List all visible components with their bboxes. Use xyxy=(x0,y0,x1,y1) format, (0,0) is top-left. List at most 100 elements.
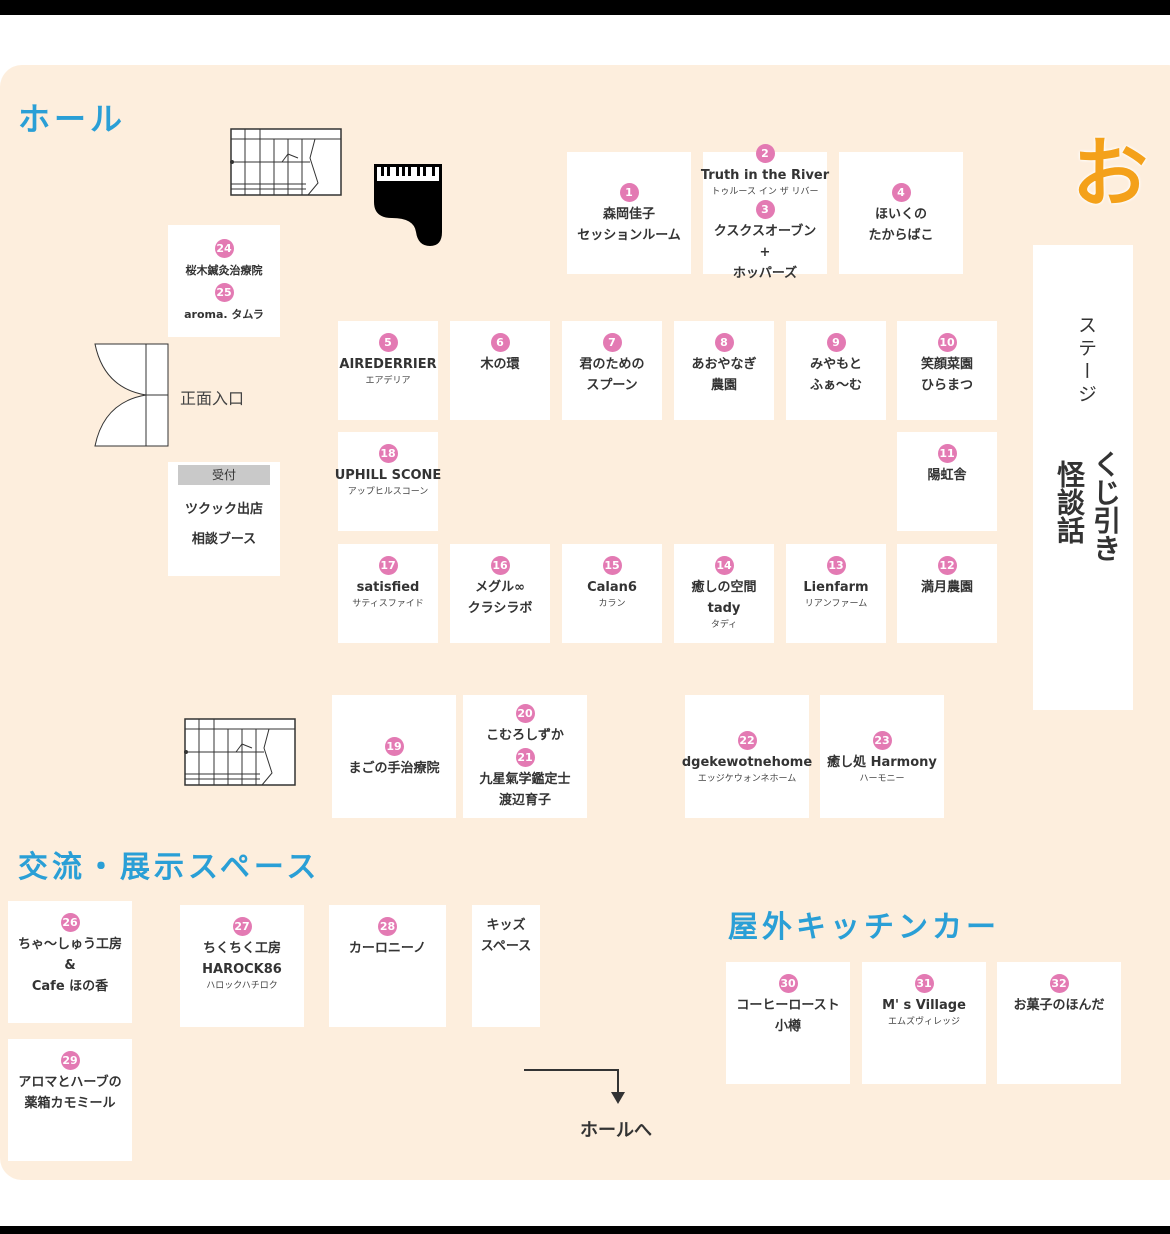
booth-name: 薬箱カモミール xyxy=(24,1096,116,1111)
booth-16[interactable]: 16 メグル∞ クラシラボ xyxy=(450,544,550,643)
booth-name: クラシラボ xyxy=(467,601,533,616)
booth-number-badge: 13 xyxy=(826,556,846,575)
booth-7[interactable]: 7 君のためのスプーン xyxy=(562,321,662,420)
booth-name-reading: ハロックハチロク xyxy=(206,981,278,991)
booth-number-badge: 7 xyxy=(602,333,622,352)
booth-name-reading: エアデリア xyxy=(365,376,411,386)
booth-kids[interactable]: キッズスペース xyxy=(472,905,540,1027)
booth-10[interactable]: 10 笑顔菜園ひらまつ xyxy=(897,321,997,420)
reception-booth[interactable]: 受付 ツクック出店 相談ブース xyxy=(168,462,280,576)
booth-number-badge: 21 xyxy=(515,748,535,767)
booth-name: あおやなぎ xyxy=(691,357,757,372)
booth-name: 君のための xyxy=(579,357,645,372)
booth-number-badge: 24 xyxy=(214,239,234,258)
booth-number-badge: 8 xyxy=(714,333,734,352)
stairs-icon xyxy=(230,128,342,196)
stage[interactable]: ステージ くじ引き 怪談話 xyxy=(1033,245,1133,710)
booth-name: satisfied xyxy=(356,580,420,595)
booth-number-badge: 23 xyxy=(872,730,892,750)
booth-19[interactable]: 19 まごの手治療院 xyxy=(332,695,456,818)
booth-name: まごの手治療院 xyxy=(348,760,440,776)
booth-name: ちゃ〜しゅう工房 xyxy=(17,937,122,952)
booth-name: dgekewotnehome xyxy=(681,754,813,770)
booth-name: ふぁ〜む xyxy=(809,378,862,393)
booth-name-reading: カラン xyxy=(598,599,626,609)
booth-name: Lienfarm xyxy=(803,580,869,595)
booth-name: 農園 xyxy=(710,378,737,393)
booth-name: M' s Village xyxy=(882,998,966,1013)
booth-32[interactable]: 32 お菓子のほんだ xyxy=(997,962,1121,1084)
booth-name: ひらまつ xyxy=(920,378,973,393)
booth-name: セッションルーム xyxy=(577,227,681,243)
booth-22[interactable]: 22 dgekewotnehome エッジケウォンネホーム xyxy=(681,695,813,818)
booth-number-badge: 27 xyxy=(232,917,252,936)
top-bar xyxy=(0,0,1170,15)
booth-number-badge: 10 xyxy=(937,333,957,352)
booth-name: AIREDERRIER xyxy=(339,357,437,372)
booth-name: 満月農園 xyxy=(920,580,973,595)
main-entrance-label: 正面入口 xyxy=(180,389,245,408)
booth-name: ちくちく工房 xyxy=(202,941,281,956)
kitchen-car-title: 屋外キッチンカー xyxy=(728,910,1000,945)
booth-number-badge: 15 xyxy=(602,556,622,575)
booth-number-badge: 28 xyxy=(378,917,397,936)
booth-number-badge: 11 xyxy=(937,444,957,463)
booth-name: 桜木鍼灸治療院 xyxy=(185,264,263,277)
booth-number-badge: 16 xyxy=(490,556,510,575)
to-hall-label: ホールへ xyxy=(580,1120,652,1141)
booth-name: お菓子のほんだ xyxy=(1013,998,1105,1013)
booth-name: ほいくの xyxy=(874,206,927,222)
stairs-icon xyxy=(184,718,296,786)
stage-event-ghost-stories: 怪談話 xyxy=(1053,460,1086,544)
booth-8[interactable]: 8 あおやなぎ農園 xyxy=(674,321,774,420)
booth-name: 笑顔菜園 xyxy=(920,357,973,372)
booth-name: Cafe ほの香 xyxy=(31,979,109,994)
booth-number-badge: 14 xyxy=(714,556,734,575)
booth-name: スプーン xyxy=(586,378,638,393)
booth-name-reading: リアンファーム xyxy=(804,599,868,609)
booth-name: 森岡佳子 xyxy=(602,206,655,222)
booth-name: スペース xyxy=(480,939,532,954)
hall-title: ホール xyxy=(18,100,127,138)
booth-number-badge: 6 xyxy=(490,333,510,352)
booth-number-badge: 19 xyxy=(384,736,404,756)
booth-name: 小樽 xyxy=(774,1019,801,1034)
stage-label: ステージ xyxy=(1075,315,1097,407)
booth-name: + xyxy=(759,245,771,260)
booth-name-reading: エッジケウォンネホーム xyxy=(697,773,797,784)
booth-number-badge: 32 xyxy=(1049,974,1069,993)
booth-number-badge: 29 xyxy=(60,1051,80,1070)
grand-piano-icon xyxy=(374,164,442,246)
corner-mark: お xyxy=(1072,129,1148,218)
reception-tag: 受付 xyxy=(178,465,270,485)
booth-name: 癒し処 Harmony xyxy=(827,754,937,770)
booth-name: ホッパーズ xyxy=(732,266,798,281)
booth-number-badge: 26 xyxy=(60,913,80,932)
booth-number-badge: 22 xyxy=(737,730,757,750)
booth-name: メグル∞ xyxy=(475,580,525,595)
booth-name: コーヒーロースト xyxy=(736,998,840,1013)
booth-name: みやもと xyxy=(810,357,862,372)
